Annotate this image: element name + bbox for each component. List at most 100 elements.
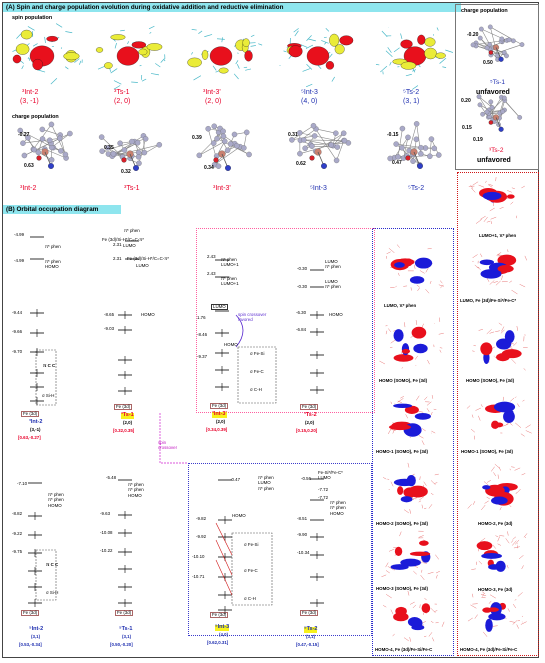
int3p-charge-name: ³Int-3': [213, 185, 231, 192]
orbital-bond: [478, 560, 483, 565]
spin-density-lobe: [424, 47, 437, 60]
molecule-bond: [113, 85, 121, 90]
orbital-bond: [490, 216, 497, 220]
atom-ball: [141, 149, 148, 156]
ts1q-lvl-4: -10.22: [100, 548, 113, 553]
orbital-bond: [513, 546, 520, 549]
orbital-bond: [428, 632, 433, 637]
ts1q-fe-label: Fe (3d): [115, 610, 134, 617]
int3pt-name: ³Int-3': [212, 411, 227, 418]
orbital-bond: [426, 408, 430, 412]
int3pt-spin: (2,0): [216, 419, 226, 424]
orbital-lobe: [497, 265, 514, 273]
atom-ball: [205, 125, 211, 132]
spin-density-lobe: [32, 58, 43, 71]
o-atom: [36, 155, 42, 161]
molecule-bond: [325, 28, 330, 32]
ts1-charge-name: ³Ts-1: [124, 185, 140, 192]
orbital-bond: [418, 535, 424, 538]
orbital-bond: [484, 500, 489, 504]
atom-ball: [39, 136, 46, 142]
n-atom: [498, 56, 504, 62]
ts1t-lvl-4: -9.03: [104, 326, 115, 331]
orbital-bond: [499, 506, 502, 511]
orbital-bond: [467, 504, 472, 509]
orbital-bond: [499, 535, 505, 537]
orbital-bond: [486, 496, 490, 500]
orbital-lobe: [393, 354, 414, 362]
orbital-bond: [388, 328, 391, 332]
orbital-bond: [407, 462, 410, 468]
spin-density-lobe: [110, 34, 126, 41]
atom-ball: [121, 147, 128, 153]
left-orbital-label-0: LUMO, π* phen: [384, 303, 417, 308]
orbital-bond: [514, 599, 517, 601]
orbital-lobe: [414, 257, 433, 269]
ts1-quintet-charge-2: 0.50: [483, 60, 493, 66]
molecule-bond: [21, 65, 24, 70]
int2q-sigma-label: σ Si-H: [46, 590, 59, 595]
orbital-bond: [483, 631, 488, 637]
atom-bond: [303, 139, 344, 141]
charge-population-row: [17, 121, 442, 171]
atom-ball: [511, 38, 516, 44]
atom-ball: [480, 111, 485, 117]
spin-density-lobe: [116, 46, 140, 66]
int2q-spin: (3,1): [31, 634, 41, 639]
int3q-lvl-2: -9.82: [196, 516, 207, 521]
ts1t-homo: HOMO: [141, 312, 155, 317]
molecule-bond: [250, 34, 255, 37]
orbital-bond: [385, 594, 392, 599]
orbital-bond: [475, 219, 483, 224]
orbital-lobe: [414, 413, 431, 420]
orbital-lobe: [393, 403, 413, 408]
atom-ball: [46, 137, 53, 144]
molecule-bond: [221, 37, 224, 43]
orbital-bond: [510, 540, 514, 543]
orbital-lobe: [488, 612, 506, 621]
orbital-bond: [379, 360, 386, 365]
orbital-arrow: [215, 522, 233, 556]
atom-ball: [427, 153, 433, 159]
molecule-bond: [155, 63, 161, 68]
int3p-spin-values: (2, 0): [205, 98, 222, 105]
orbital-bond: [388, 247, 395, 253]
orbital-lobe: [503, 410, 515, 423]
orbital-bond: [385, 562, 389, 568]
atom-ball: [98, 134, 105, 140]
orbital-lobe: [394, 546, 403, 557]
orbital-lobe: [395, 606, 407, 616]
orbital-bond: [483, 216, 488, 223]
orbital-bond: [510, 201, 514, 205]
atom-ball: [231, 131, 238, 138]
orbital-bond: [506, 564, 509, 569]
spin-density-row: [12, 23, 454, 90]
left-orbital-label-1: HOMO (SOMO), Fe (3d): [379, 378, 428, 383]
atom-ball: [399, 125, 406, 132]
ts2-triplet-charge-2: 0.15: [462, 125, 472, 131]
ts1q-spin: (3,1): [122, 634, 132, 639]
molecule-bond: [405, 73, 412, 77]
orbital-bond: [522, 399, 525, 402]
int3pt-s2: σ Fe-C: [250, 369, 264, 374]
orbital-lobe: [482, 485, 491, 490]
atom-bond: [24, 138, 60, 156]
molecule-bond: [64, 66, 69, 70]
crossover-arrow: [235, 314, 244, 348]
atom-ball: [234, 143, 240, 149]
atom-bond: [216, 141, 226, 157]
n-atom: [417, 163, 423, 169]
atom-ball: [333, 130, 339, 136]
orbital-lobe: [482, 191, 502, 201]
molecule-bond: [380, 65, 388, 73]
orbital-bond: [427, 359, 430, 365]
int2t-range: [0.63,-0.27]: [18, 435, 41, 440]
molecule-bond: [97, 66, 105, 70]
orbital-bond: [521, 565, 524, 570]
orbital-lobe: [397, 486, 404, 495]
orbital-lobe: [403, 487, 417, 498]
atom-bond: [481, 28, 490, 45]
orbital-bond: [425, 267, 429, 273]
orbital-bond: [392, 633, 395, 637]
